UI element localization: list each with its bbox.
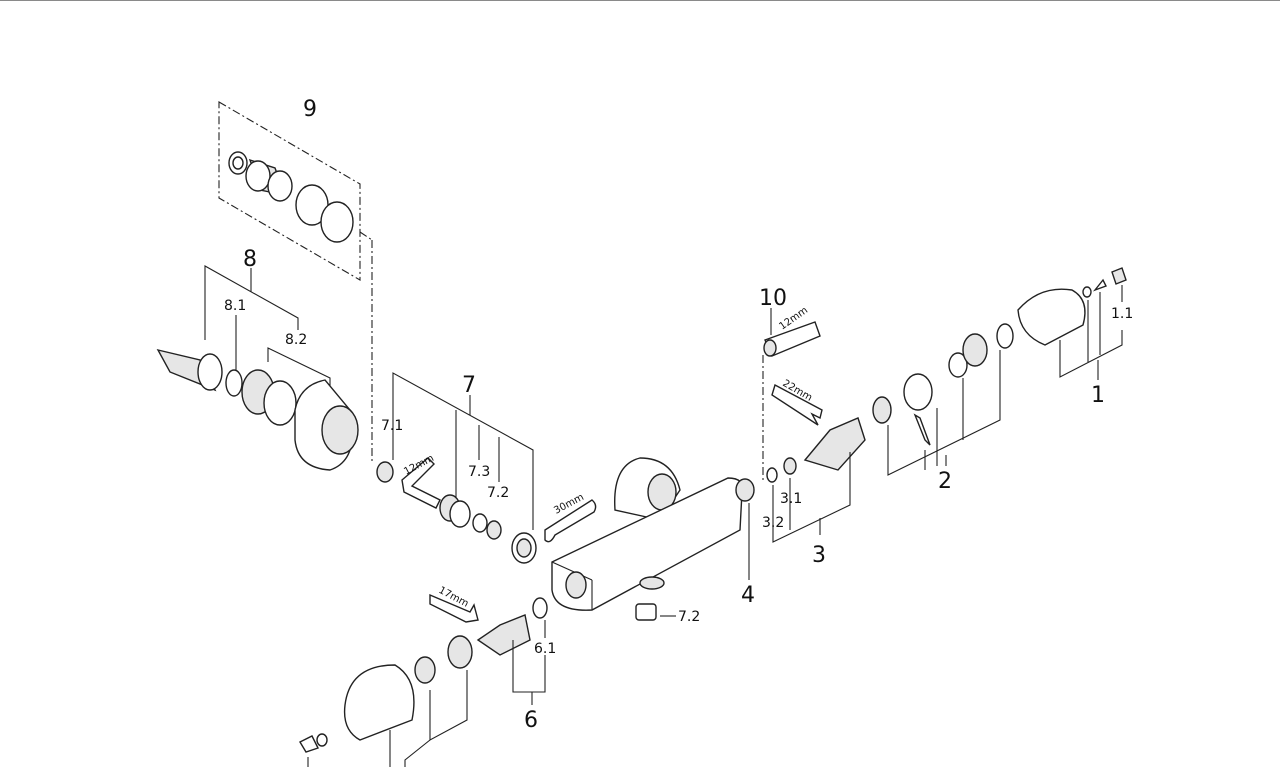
callout-10: 10 <box>759 286 787 311</box>
kit-9-boundary <box>218 101 361 281</box>
handle-1-parts <box>1017 267 1127 346</box>
connector-8-parts <box>156 348 359 471</box>
callout-7-2: 7.2 <box>487 485 509 501</box>
hex-key-12mm-icon <box>401 457 441 509</box>
callout-1-1: 1.1 <box>1111 306 1133 322</box>
callout-9: 9 <box>303 97 317 122</box>
callout-6: 6 <box>524 708 538 733</box>
callout-1: 1 <box>1091 383 1105 408</box>
callout-7: 7 <box>462 373 476 398</box>
wrench-30mm-icon <box>544 499 597 543</box>
callout-7-1: 7.1 <box>381 418 403 434</box>
part-4 <box>735 478 755 502</box>
cartridge-6-parts <box>429 593 548 656</box>
top-border <box>0 0 1280 1</box>
callout-7-3: 7.3 <box>468 464 490 480</box>
callout-8: 8 <box>243 247 257 272</box>
connector-7-parts <box>376 457 597 564</box>
kit-9-parts <box>228 151 354 243</box>
callout-6-1: 6.1 <box>534 641 556 657</box>
callout-4: 4 <box>741 583 755 608</box>
handle-left-parts <box>299 635 473 753</box>
callout-7-2-outlet: 7.2 <box>678 609 700 625</box>
thermostat-body <box>551 457 744 621</box>
callout-8-2: 8.2 <box>285 332 307 348</box>
housing-2-parts <box>872 323 1014 446</box>
wrench-17mm-icon <box>429 593 479 623</box>
cartridge-3-parts <box>766 383 866 483</box>
callout-3-1: 3.1 <box>780 491 802 507</box>
wrench-22mm-icon <box>771 383 823 426</box>
callout-8-1: 8.1 <box>224 298 246 314</box>
callout-3-2: 3.2 <box>762 515 784 531</box>
hex-key-10 <box>763 321 821 357</box>
callout-3: 3 <box>812 543 826 568</box>
callout-2: 2 <box>938 469 952 494</box>
